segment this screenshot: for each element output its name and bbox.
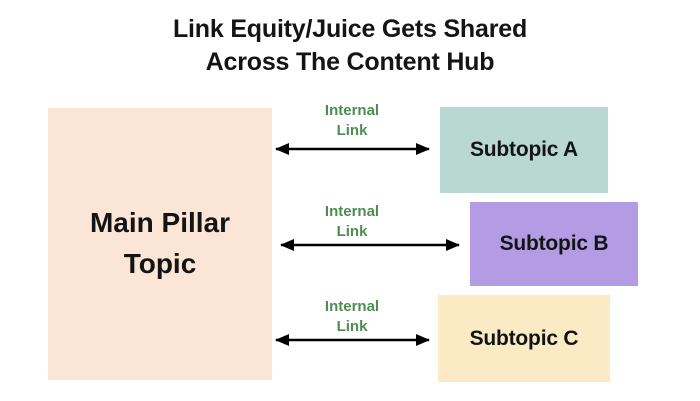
internal-link-label-1: Internal Link: [324, 102, 380, 139]
subtopic-b-box: Subtopic B: [470, 202, 638, 286]
subtopic-c-label: Subtopic C: [469, 326, 579, 350]
subtopic-a-label: Subtopic A: [469, 138, 579, 161]
diagram-title-line1: Link Equity/Juice Gets Shared: [172, 15, 528, 43]
subtopic-c-box: Subtopic C: [438, 295, 610, 382]
diagram-title-line2: Across The Content Hub: [205, 47, 495, 76]
main-pillar-topic-box: Main Pillar Topic: [48, 108, 272, 380]
diagram-title: Link Equity/Juice Gets Shared Across The…: [0, 13, 700, 78]
subtopic-a-box: Subtopic A: [440, 107, 608, 193]
internal-link-label-3: Internal Link: [324, 298, 380, 335]
main-pillar-topic-label: Main Pillar Topic: [89, 207, 231, 279]
internal-link-label-2: Internal Link: [324, 203, 380, 240]
subtopic-b-label: Subtopic B: [499, 232, 609, 255]
